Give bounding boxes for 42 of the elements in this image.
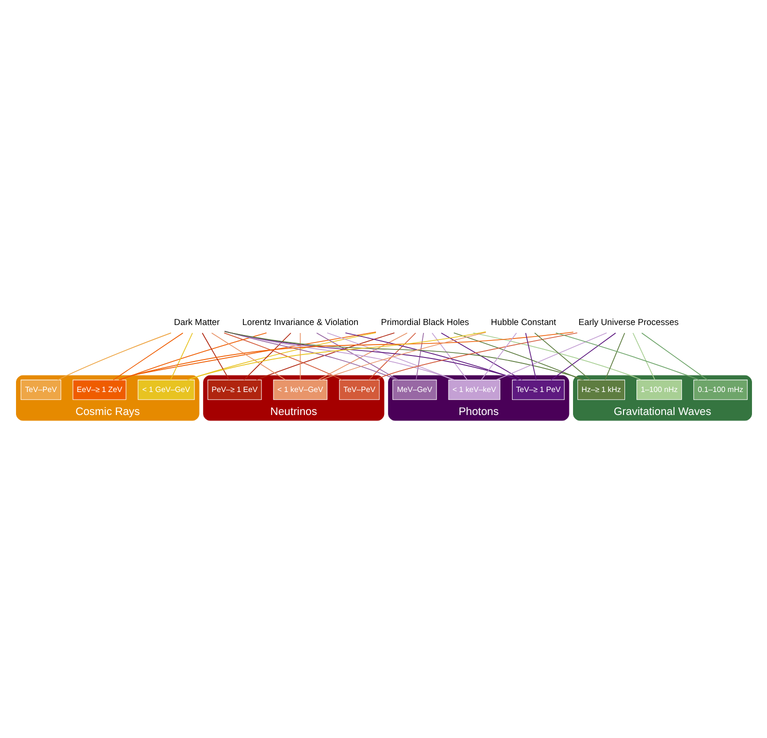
connector [120, 332, 266, 380]
connector [118, 332, 574, 380]
connector [223, 332, 342, 380]
connector [118, 332, 376, 380]
connector [452, 332, 582, 380]
connector [224, 330, 397, 380]
connector [554, 332, 699, 380]
connector [326, 332, 453, 380]
connector [299, 332, 300, 380]
connector [550, 332, 616, 380]
connector [243, 332, 291, 380]
connector [524, 332, 536, 380]
connector [480, 332, 516, 380]
connector [415, 332, 424, 380]
connector [187, 332, 376, 380]
node-text: Early Universe Processes [578, 317, 678, 328]
node-text: Hubble Constant [490, 317, 556, 328]
connector [374, 332, 578, 380]
connector [495, 332, 607, 380]
connector [112, 332, 183, 380]
connector [256, 332, 394, 380]
connector [186, 331, 486, 380]
connector [640, 332, 708, 380]
node-text: Primordial Black Holes [380, 317, 469, 328]
node-text: Dark Matter [174, 317, 220, 328]
connector [210, 332, 286, 380]
connector [170, 332, 192, 380]
connector [224, 331, 518, 380]
connector [368, 332, 416, 380]
node-text: Lorentz Invariance & Violation [242, 317, 358, 328]
connector [472, 332, 642, 380]
connector [56, 332, 171, 380]
connector [224, 330, 454, 380]
connector [224, 331, 584, 380]
connector [440, 332, 522, 380]
connector [320, 332, 486, 380]
connector [344, 332, 518, 380]
connector [604, 332, 625, 380]
connector [632, 332, 655, 380]
connector [431, 332, 468, 380]
connector [201, 332, 230, 380]
connector [534, 332, 590, 380]
